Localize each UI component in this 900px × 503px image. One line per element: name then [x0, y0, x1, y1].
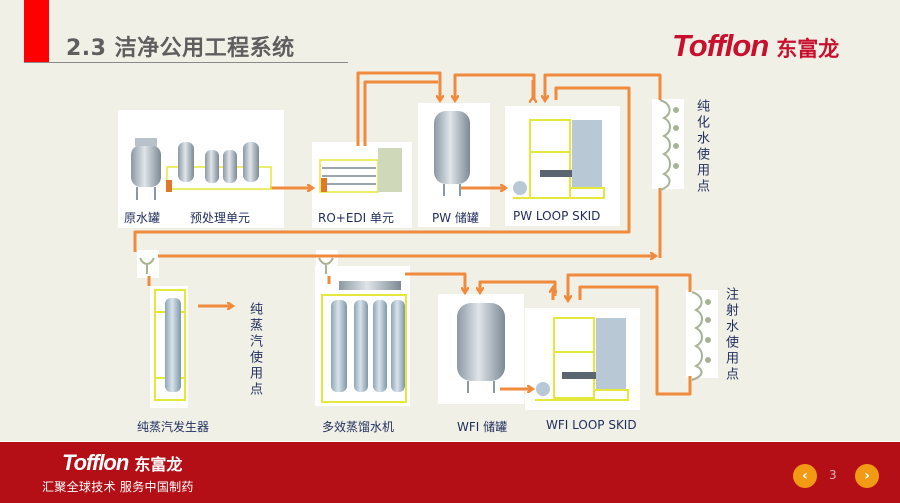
pw-tank-drawing	[434, 111, 470, 196]
footer-brand-logo: Tofflon 东富龙	[62, 450, 182, 476]
footer-brand-cn: 东富龙	[134, 455, 183, 474]
label-steam-use-points: 纯蒸汽使用点	[247, 302, 262, 398]
pipe-network	[133, 71, 692, 396]
brand-logo: Tofflon 东富龙	[672, 28, 839, 64]
pw-use-point-loops	[659, 99, 679, 191]
steam-tee-icon	[139, 257, 155, 274]
wfi-use-point-loops	[691, 291, 711, 381]
brand-logo-cn: 东富龙	[776, 37, 840, 61]
label-multi-effect-still: 多效蒸馏水机	[322, 420, 395, 434]
raw-water-tank-drawing	[131, 138, 161, 200]
pipe-wfi-loop-return	[578, 285, 692, 396]
page-title: 2.3 洁净公用工程系统	[66, 36, 295, 61]
chevron-left-icon: ‹	[802, 468, 808, 484]
label-wfi-tank: WFI 储罐	[457, 420, 508, 434]
ro-edi-unit-drawing	[319, 148, 402, 193]
process-flow-diagram: 原水罐 预处理单元 RO+EDI 单元 PW 储罐 PW LOOP SKID 纯…	[118, 71, 738, 434]
pipe-still-to-wfi	[405, 272, 465, 292]
footer-slogan: 汇聚全球技术 服务中国制药	[42, 480, 194, 494]
still-tee-icon	[318, 257, 334, 274]
footer-bar: Tofflon 东富龙 汇聚全球技术 服务中国制药 ‹ 3 ›	[0, 441, 900, 503]
pw-loop-skid-drawing	[513, 119, 605, 199]
next-page-button[interactable]: ›	[855, 464, 879, 488]
pretreatment-unit-drawing	[166, 142, 272, 192]
page-number: 3	[829, 468, 837, 482]
pipe-skid-to-tank	[455, 73, 536, 100]
label-raw-water-tank: 原水罐	[124, 211, 161, 225]
label-ro-edi-unit: RO+EDI 单元	[318, 211, 395, 225]
pure-steam-generator-drawing	[154, 289, 186, 401]
label-pure-steam-generator: 纯蒸汽发生器	[137, 420, 210, 434]
brand-logo-latin: Tofflon	[672, 28, 769, 63]
label-pw-use-points: 纯化水使用点	[694, 99, 709, 195]
pipe-ro-return	[363, 80, 438, 146]
diagram-graphics	[131, 71, 711, 403]
wfi-loop-skid-drawing	[535, 317, 629, 401]
label-wfi-loop-skid: WFI LOOP SKID	[546, 418, 637, 432]
pipe-ro-to-pw-tank	[356, 71, 440, 146]
footer-brand-latin: Tofflon	[62, 450, 129, 475]
wfi-tank-drawing	[457, 303, 505, 393]
label-pretreatment-unit: 预处理单元	[190, 211, 251, 225]
pipe-wfi-loop-out	[566, 273, 692, 292]
multi-effect-still-drawing	[321, 281, 407, 403]
title-accent-bar	[24, 0, 49, 63]
pipe-wfi-skid-to-tank	[480, 280, 557, 296]
chevron-right-icon: ›	[864, 468, 870, 484]
label-pw-tank: PW 储罐	[432, 211, 479, 225]
title-underline	[24, 62, 348, 63]
prev-page-button[interactable]: ‹	[793, 464, 817, 488]
pipe-pw-loop-return	[133, 86, 631, 252]
label-pw-loop-skid: PW LOOP SKID	[513, 209, 601, 223]
label-wfi-use-points: 注射水使用点	[723, 287, 738, 383]
